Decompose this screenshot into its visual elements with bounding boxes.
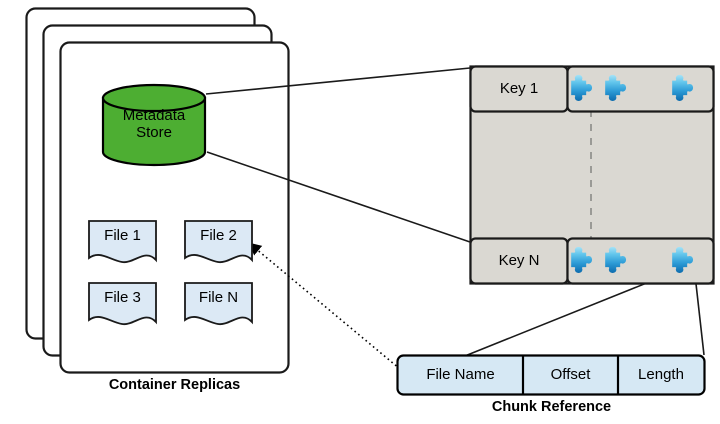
metadata-store-line1: Metadata xyxy=(122,107,186,124)
connector-store-to-key1 xyxy=(205,67,471,95)
connector-reference-to-file2 xyxy=(248,242,401,370)
file-icon-3 xyxy=(88,282,157,325)
chunk-field-file-name: File Name xyxy=(426,366,495,383)
chunk-field-offset: Offset xyxy=(550,366,591,383)
metadata-key-label-n: Key N xyxy=(498,252,540,269)
cylinder-database-icon xyxy=(101,83,207,167)
metadata-store-line2: Store xyxy=(136,124,172,141)
file-icon-1 xyxy=(88,220,157,263)
file-label-2: File 2 xyxy=(200,227,237,244)
file-label-1: File 1 xyxy=(104,227,141,244)
connector-store-to-keyn xyxy=(206,151,471,243)
chunk-reference-title: Chunk Reference xyxy=(491,399,612,415)
container-replicas-title: Container Replicas xyxy=(108,377,241,393)
file-icon-2 xyxy=(184,220,253,263)
chunk-field-length: Length xyxy=(638,366,684,383)
metadata-store-label: Metadata Store xyxy=(103,107,205,141)
file-icon-n xyxy=(184,282,253,325)
chunk-reference-box xyxy=(396,354,706,396)
metadata-key-label-1: Key 1 xyxy=(499,80,539,97)
file-label-3: File 3 xyxy=(104,289,141,306)
file-label-n: File N xyxy=(198,289,239,306)
